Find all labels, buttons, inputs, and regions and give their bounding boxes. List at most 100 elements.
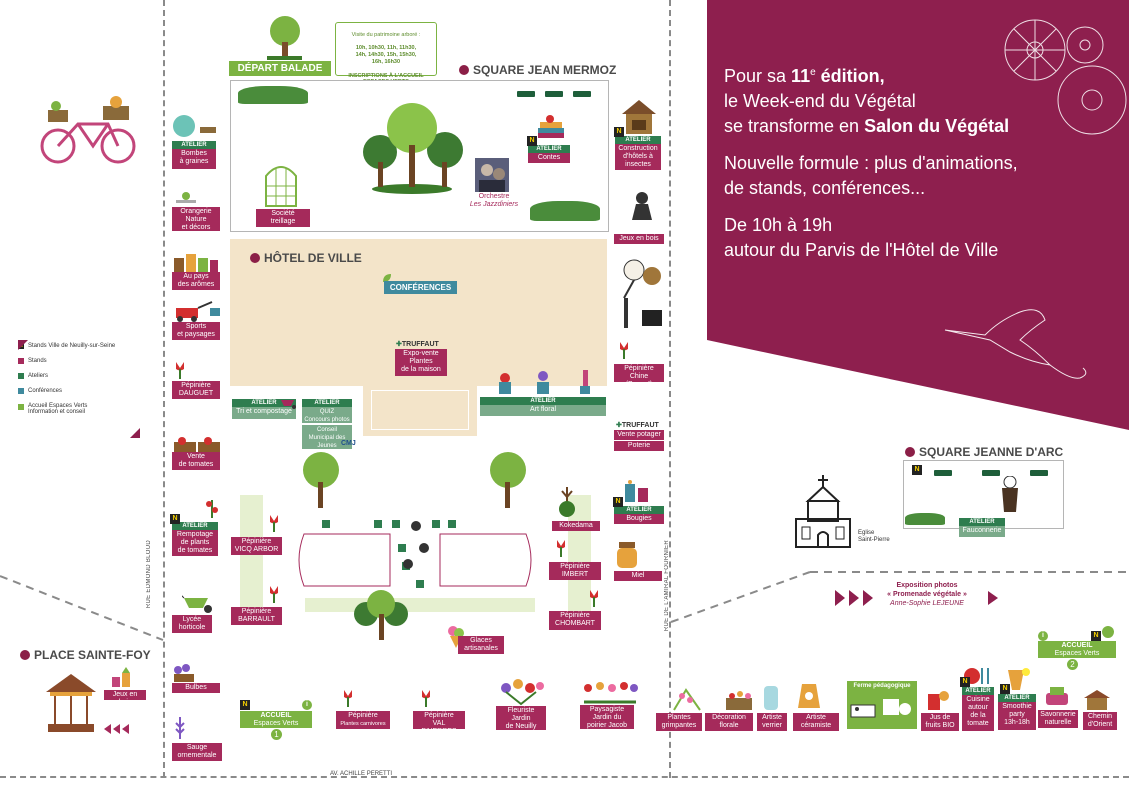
neuilly-badge-icon: N [1091, 631, 1101, 641]
bench-icon [934, 470, 952, 476]
bush-icon [530, 201, 600, 221]
neuilly-badge-icon: N [170, 514, 180, 524]
stand-artiste-ceramiste[interactable]: Artiste céramiste [793, 713, 839, 731]
juice-icon [928, 691, 949, 710]
stand-quiz[interactable]: QUIZ Concours photos [302, 407, 352, 423]
flowers-row-icon [584, 682, 638, 704]
stand-sports-paysages[interactable]: Sports et paysages [172, 322, 220, 340]
arrow-right-icon [988, 591, 998, 605]
stand-sauge[interactable]: Sauge ornementale [172, 743, 222, 761]
depart-balade-label: DÉPART BALADE [229, 61, 331, 76]
books-icon [538, 115, 564, 138]
stand-conferences[interactable]: CONFÉRENCES [384, 281, 457, 294]
lawnmower-icon [176, 301, 220, 322]
street-line-left [163, 0, 165, 778]
info-icon: i [302, 700, 312, 710]
legend-corner-icon-2 [130, 428, 140, 438]
stand-kokedama[interactable]: Kokedama [552, 521, 600, 531]
stand-cuisine-tomate[interactable]: Cuisine autour de la tomate [962, 695, 994, 731]
neuilly-badge-icon: N [614, 127, 624, 137]
truffaut-logo: ✚TRUFFAUT [616, 422, 659, 429]
insect-hotel-icon [622, 100, 656, 134]
stand-jeux-bois-right[interactable]: Jeux en bois [614, 234, 664, 244]
atelier-label-contes: ATELIER [528, 145, 570, 153]
orangerie-logo [176, 192, 196, 203]
stand-construction[interactable]: Construction d'hôtels à insectes [615, 144, 661, 170]
location-dot-icon [905, 447, 915, 457]
stand-chemin-orient[interactable]: Chemin d'Orient [1083, 712, 1117, 730]
stand-vente-potager[interactable]: Vente potager [614, 430, 664, 440]
stand-contes[interactable]: Contes [528, 153, 570, 163]
garden-bed-left [240, 495, 263, 615]
tomato-crates-icon [174, 437, 220, 453]
bush-icon [905, 513, 945, 525]
stand-orangerie[interactable]: Orangerie Nature et décors [172, 207, 220, 231]
bulbs-icon [174, 664, 194, 682]
accueil-number-2: 2 [1067, 659, 1078, 670]
stand-pepiniere-vicq[interactable]: Pépinière VICQ ARBOR [231, 537, 282, 555]
stand-bougies[interactable]: Bougies [614, 514, 664, 524]
stand-paysagiste[interactable]: Paysagiste Jardin du poirier Jacob [580, 705, 634, 729]
stand-rempotage[interactable]: Rempotage de plants de tomates [172, 530, 218, 556]
aromes-jars-icon [174, 254, 218, 272]
place-sainte-foy-title: PLACE SAINTE-FOY [20, 648, 151, 662]
stand-jus-fruits[interactable]: Jus de fruits BIO [921, 713, 959, 731]
tulip-icon [344, 690, 352, 707]
stand-miel[interactable]: Miel [614, 571, 662, 581]
stand-tri-compostage[interactable]: Tri et compostage [232, 407, 296, 419]
info-icon: i [1038, 631, 1048, 641]
stand-pepiniere-dauguet[interactable]: Pépinière DAUGUET [172, 381, 220, 399]
stand-smoothie-party[interactable]: Smoothie party 13h-18h [998, 702, 1036, 730]
wooden-toys-icon [112, 667, 130, 687]
stand-pepiniere-chine[interactable]: Pépinière Chine (Bonsaï) [614, 364, 664, 388]
stand-societe-treillage[interactable]: Société treillage [256, 209, 310, 227]
street-label-bloud: RUE EDMOND BLOUD [146, 540, 152, 609]
stand-decoration-florale[interactable]: Décoration florale [705, 713, 753, 731]
stand-plantes-grimpantes[interactable]: Plantes grimpantes [656, 713, 702, 731]
kokedama-icon [559, 487, 575, 517]
bicycle-icon [40, 96, 136, 164]
stand-pays-aromes[interactable]: Au pays des arômes [172, 272, 220, 290]
legend-item-neuilly: NStands Ville de Neuilly-sur-Seine [18, 343, 163, 349]
stand-pepiniere-imbert[interactable]: Pépinière IMBERT [549, 562, 601, 580]
atelier-label-fauconnerie: ATELIER [959, 518, 1005, 526]
expo-title: Exposition photos [896, 582, 958, 589]
ceramic-vase-icon [798, 684, 820, 708]
central-planters [298, 533, 532, 587]
legend-corner-icon [18, 340, 28, 350]
stand-art-floral[interactable]: Art floral [480, 405, 606, 416]
stand-bulbes[interactable]: Bulbes [172, 683, 220, 693]
stand-savonnerie[interactable]: Savonnerie naturelle [1038, 710, 1078, 728]
ferme-pedagogique[interactable]: Ferme pédagogique [847, 681, 917, 729]
stand-jeux-bois-left[interactable]: Jeux en bois [104, 690, 146, 706]
street-label-peretti: AV. ACHILLE PERETTI [330, 771, 393, 777]
stand-expo-vente[interactable]: Expo-vente Plantes de la maison [395, 349, 447, 376]
stand-poterie[interactable]: Poterie [614, 441, 664, 451]
farm-animals-icon [850, 699, 911, 718]
stand-bombes[interactable]: Bombes à graines [172, 149, 216, 169]
depart-info-times: 10h, 10h30, 11h, 11h30, 14h, 14h30, 15h,… [355, 45, 417, 65]
stand-vente-tomates[interactable]: Vente de tomates [172, 452, 220, 470]
honey-jar-icon [617, 542, 637, 568]
stand-fauconnerie[interactable]: Fauconnerie [959, 526, 1005, 537]
legend: NStands Ville de Neuilly-sur-Seine Stand… [18, 343, 163, 424]
terrace-furniture-icon [322, 520, 456, 588]
stand-glaces[interactable]: Glaces artisanales [458, 636, 504, 654]
stand-lycee-horticole[interactable]: Lycée horticole [172, 615, 212, 633]
stand-pepiniere-chombart[interactable]: Pépinière CHOMBART [549, 611, 601, 630]
bush-icon [238, 86, 308, 104]
tree-icon [490, 452, 526, 508]
street-line-right [669, 0, 671, 778]
stand-conseil-jeunes[interactable]: Conseil Municipal des Jeunes [302, 425, 352, 449]
stand-pepiniere-val-yerres[interactable]: Pépinière VAL D'YERRES [413, 711, 465, 735]
stand-fleuriste[interactable]: Fleuriste Jardin de Neuilly [496, 706, 546, 730]
bouquet-icon [501, 679, 544, 706]
neuilly-badge-icon: N [960, 677, 970, 687]
stand-pepiniere-barrault[interactable]: Pépinière BARRAULT [231, 607, 282, 625]
stand-artiste-verrier[interactable]: Artiste verrier [757, 713, 787, 731]
arrows-right-icon [835, 590, 873, 606]
